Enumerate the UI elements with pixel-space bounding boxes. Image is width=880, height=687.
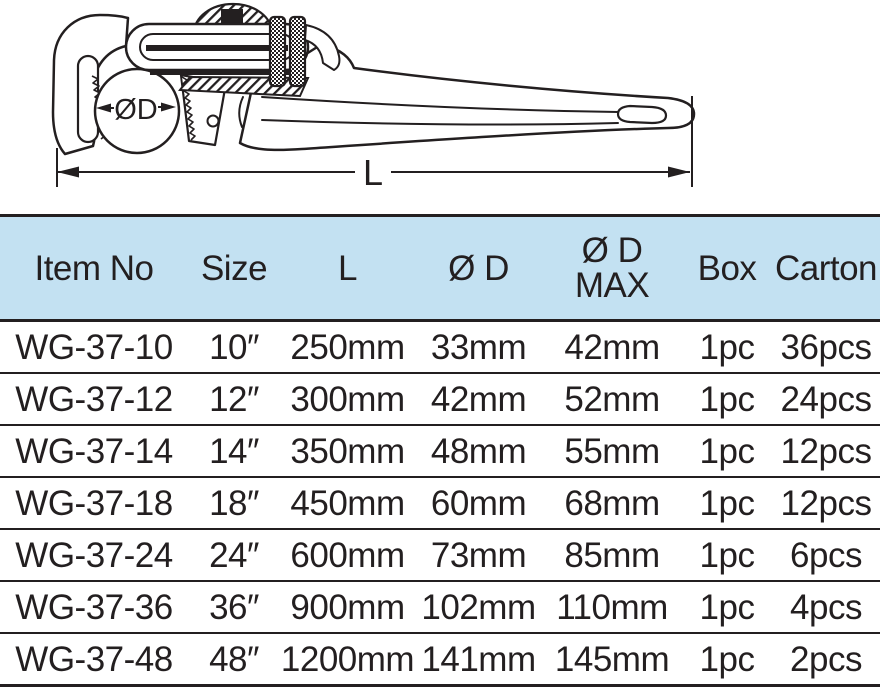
cell-box: 1pc [682,580,772,633]
column-header-diameter: Ø D [415,215,542,322]
nut-side-connector [304,24,341,71]
cell-carton: 12pcs [772,424,880,477]
cell-box: 1pc [682,632,772,686]
cell-length: 450mm [280,476,415,529]
cell-item-no: WG-37-24 [0,528,188,581]
column-header-box: Box [682,215,772,322]
cell-diameter: 60mm [415,476,542,529]
cell-box: 1pc [682,372,772,425]
cell-item-no: WG-37-14 [0,424,188,477]
column-header-diameter-max-line2: MAX [574,266,650,305]
cell-diameter: 33mm [430,327,527,367]
cell-length: 600mm [280,528,415,581]
cell-diameter-max: 85mm [542,528,682,581]
column-header-carton: Carton [772,215,880,322]
knurled-nut-bar-left [268,15,287,88]
cell-size: 48″ [188,632,280,686]
column-header-diameter-max-line1: Ø D [581,231,643,270]
diameter-arrowhead-left [96,103,111,113]
length-label: L [363,152,383,193]
handle-inner-line-bottom [261,119,619,126]
jaw-shank-assembly [124,22,310,75]
cell-diameter-max: 55mm [542,424,682,477]
cell-item-no: WG-37-10 [15,327,173,367]
handle-inner-line-top [261,96,619,113]
handle-hang-slot [616,104,668,125]
cell-diameter-max: 145mm [542,632,682,686]
cell-box: 1pc [682,528,772,581]
cell-carton: 12pcs [772,476,880,529]
pipe-wrench-technical-drawing: ØD [0,0,880,214]
column-header-size: Size [188,215,280,322]
cell-diameter: 102mm [415,580,542,633]
cell-length: 250mm [290,327,405,367]
cell-box: 1pc [682,424,772,477]
cell-carton: 4pcs [772,580,880,633]
cell-carton: 2pcs [772,632,880,686]
hook-jaw [51,13,130,156]
cell-diameter: 73mm [415,528,542,581]
column-header-length: L [280,215,415,322]
hook-jaw-slot [76,54,100,144]
table-row: WG-37-36 36″ 900mm 102mm 110mm 1pc 4pcs [0,580,880,633]
cell-size: 36″ [188,580,280,633]
column-header-item-no: Item No [0,215,188,322]
pipe-wrench-drawing-svg: ØD [51,2,696,193]
cell-length: 1200mm [280,632,415,686]
diameter-arrowhead-right [161,102,176,112]
specification-table: Item No Size L Ø D Ø D MAX Box Carton WG… [0,214,880,687]
shank-lower-bar [150,70,302,75]
cell-diameter-max: 68mm [542,476,682,529]
cell-size: 18″ [188,476,280,529]
cell-carton: 6pcs [772,528,880,581]
cell-size: 12″ [188,372,280,425]
cell-length: 900mm [280,580,415,633]
cell-box: 1pc [682,476,772,529]
handle-contour-mark [238,96,244,128]
cell-diameter-max: 42mm [564,327,660,367]
table-row: WG-37-10 10″ 250mm 33mm 42mm 1pc 36pcs [0,321,880,374]
cell-item-no: WG-37-18 [0,476,188,529]
l-arrowhead-right [668,166,690,178]
cell-size: 10″ [209,327,259,367]
cell-item-no: WG-37-12 [0,372,188,425]
cell-item-no: WG-37-48 [0,632,188,686]
table-row: WG-37-12 12″ 300mm 42mm 52mm 1pc 24pcs [0,372,880,425]
table-row: WG-37-48 48″ 1200mm 141mm 145mm 1pc 2pcs [0,632,880,686]
pipe-cross-section [93,67,181,155]
cell-diameter-max: 52mm [542,372,682,425]
pipe-diameter-label: ØD [114,94,158,126]
cell-size: 14″ [188,424,280,477]
table-row: WG-37-18 18″ 450mm 60mm 68mm 1pc 12pcs [0,476,880,529]
handle-outline [238,42,696,152]
cell-diameter: 48mm [415,424,542,477]
table-header-row: Item No Size L Ø D Ø D MAX Box Carton [0,215,880,322]
length-dimension: L [56,96,693,193]
pipe-diameter-dimension: ØD [96,94,176,126]
cell-length: 350mm [280,424,415,477]
heel-jaw-pin-hole [206,114,220,128]
wrench-handle [238,42,696,152]
cell-size: 24″ [188,528,280,581]
cell-diameter: 141mm [415,632,542,686]
cell-length: 300mm [280,372,415,425]
cell-box: 1pc [699,327,755,367]
cell-carton: 24pcs [772,372,880,425]
cell-carton: 36pcs [780,327,872,367]
table-row: WG-37-24 24″ 600mm 73mm 85mm 1pc 6pcs [0,528,880,581]
table-row: WG-37-14 14″ 350mm 48mm 55mm 1pc 12pcs [0,424,880,477]
shank-spring-band [146,45,288,51]
knurled-nut-bar-right [288,15,307,88]
column-header-diameter-max: Ø D MAX [542,215,682,322]
knurled-adjustment-nut [268,15,341,88]
cell-diameter: 42mm [415,372,542,425]
cell-item-no: WG-37-36 [0,580,188,633]
cell-diameter-max: 110mm [542,580,682,633]
l-arrowhead-left [57,166,79,178]
